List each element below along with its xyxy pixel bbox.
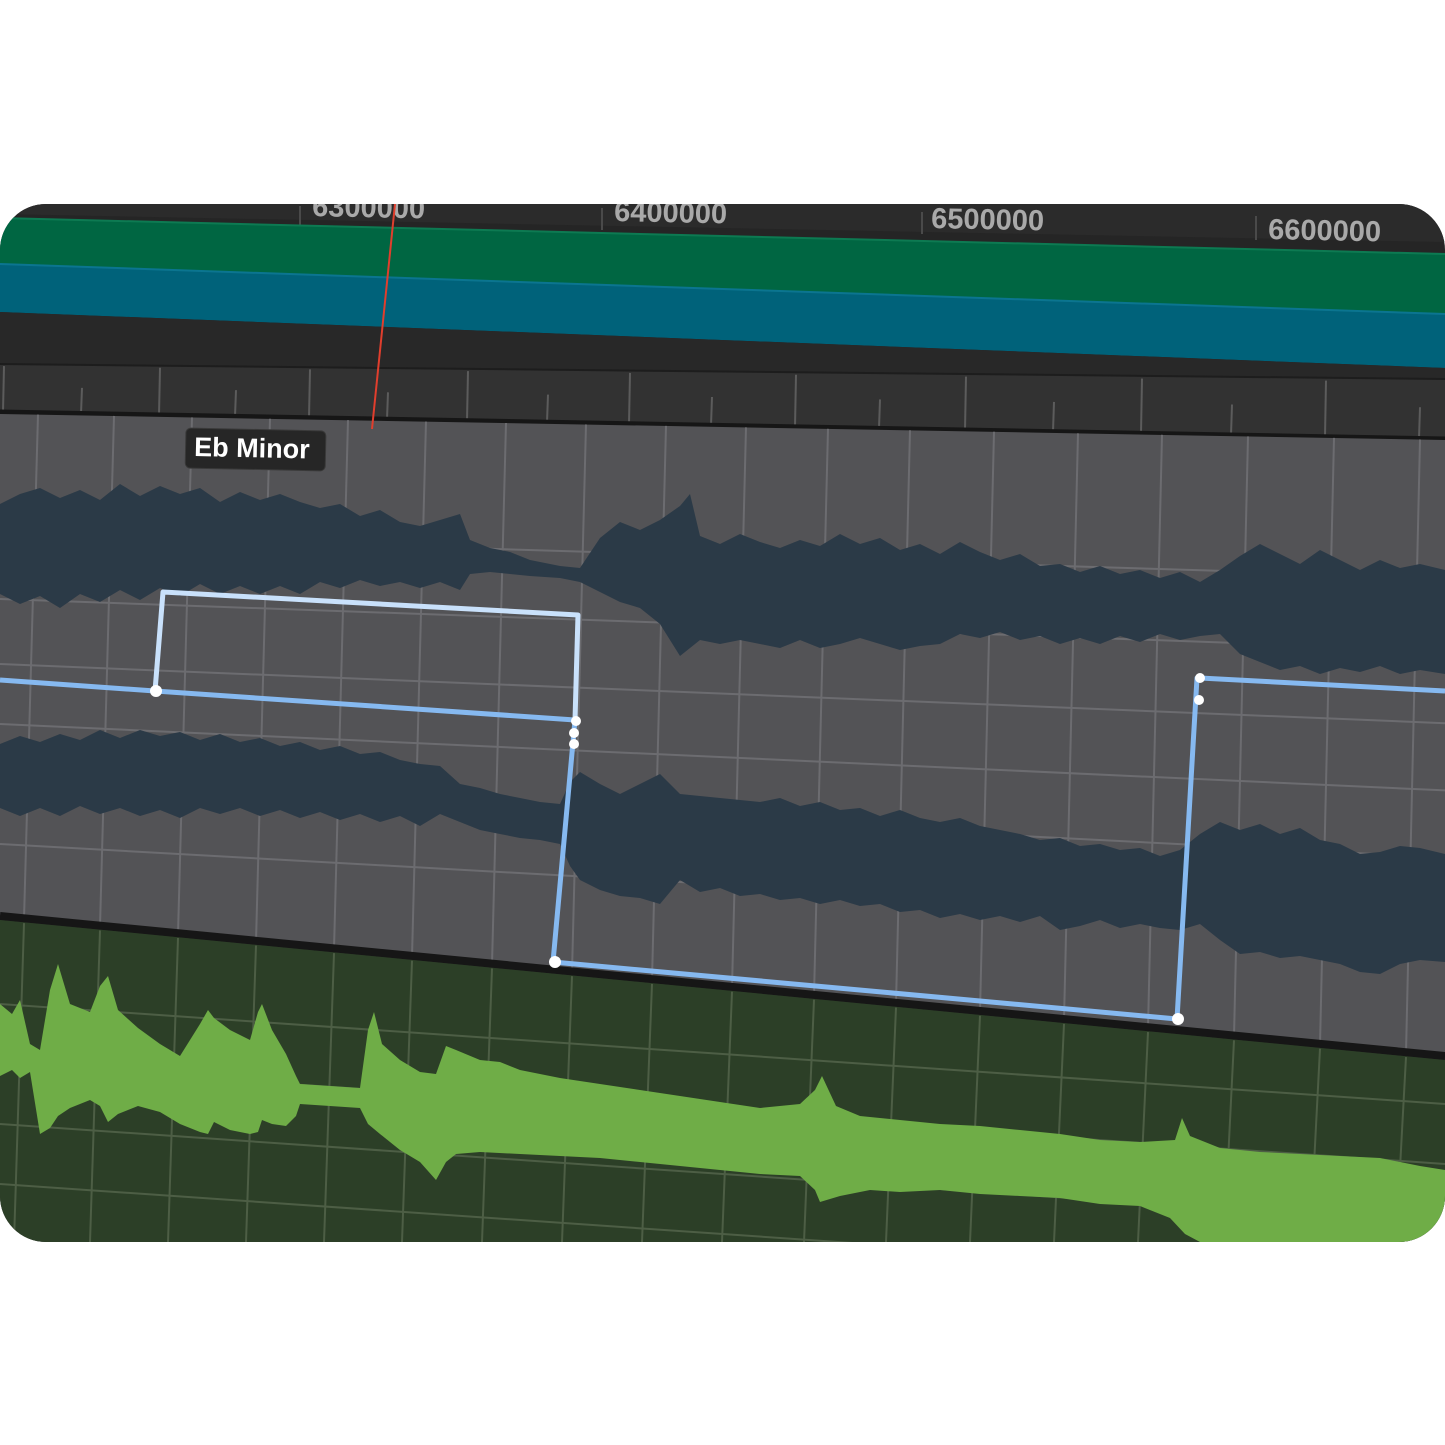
ruler-label: 6500000 — [931, 204, 1045, 237]
grid-line-vertical — [491, 422, 507, 965]
bar-tick — [2, 366, 5, 413]
grid-line-horizontal — [0, 1183, 853, 1242]
circle-node-icon[interactable] — [549, 956, 561, 968]
circle-node-icon[interactable] — [1172, 1013, 1184, 1025]
grid-line-vertical — [1147, 434, 1163, 1029]
circle-node-icon[interactable] — [569, 739, 579, 749]
timeline-ruler[interactable]: 6300000 6400000 6500000 6600000 — [0, 204, 1445, 248]
bar-tick — [158, 367, 161, 416]
bar-tick — [234, 390, 237, 417]
bar-tick — [466, 371, 469, 421]
region-lane-teal[interactable] — [0, 264, 1445, 368]
region-lane-green[interactable] — [0, 218, 1445, 314]
bar-tick — [1230, 404, 1233, 436]
bar-tick — [308, 369, 311, 418]
circle-node-icon[interactable] — [150, 685, 162, 697]
bar-ruler[interactable] — [0, 363, 1445, 442]
circle-node-icon[interactable] — [569, 728, 579, 738]
bar-tick — [878, 399, 881, 429]
chord-tag[interactable]: Eb Minor — [184, 427, 327, 472]
grid-line-vertical — [1137, 1031, 1149, 1242]
bar-tick — [1324, 380, 1327, 437]
grid-line-horizontal — [0, 663, 1445, 725]
waveform-upper — [0, 484, 1445, 674]
ruler-label: 6600000 — [1268, 214, 1382, 248]
circle-node-icon[interactable] — [571, 716, 581, 726]
grid-line-horizontal — [0, 1003, 1445, 1105]
waveform-green — [0, 964, 1445, 1242]
chord-label: Eb Minor — [194, 432, 311, 464]
grid-line-vertical — [731, 427, 747, 988]
volume-envelope[interactable] — [0, 589, 1445, 1025]
ruler-label: 6300000 — [312, 204, 426, 225]
bar-tick — [794, 374, 797, 427]
bar-tick — [386, 392, 389, 420]
grid-line-vertical — [1053, 1023, 1065, 1242]
grid-line-vertical — [13, 923, 25, 1242]
grid-line-vertical — [571, 424, 587, 973]
bar-tick — [964, 376, 967, 431]
daw-editor: 6300000 6400000 6500000 6600000 — [0, 204, 1445, 1242]
playhead[interactable] — [371, 204, 396, 430]
bar-tick — [1052, 401, 1055, 432]
bar-tick — [80, 387, 83, 414]
empty-lane — [0, 312, 1445, 379]
selected-envelope-segment[interactable] — [152, 589, 581, 721]
bar-tick — [1140, 378, 1143, 434]
waveform-lower — [0, 730, 1445, 974]
bar-tick — [1418, 407, 1421, 439]
bar-tick — [546, 394, 549, 423]
ruler-label: 6400000 — [614, 204, 728, 230]
circle-node-icon[interactable] — [1194, 695, 1204, 705]
circle-node-icon[interactable] — [1195, 673, 1205, 683]
bar-tick — [628, 372, 631, 424]
grid-line-horizontal — [0, 723, 1445, 792]
bar-tick — [710, 396, 713, 426]
